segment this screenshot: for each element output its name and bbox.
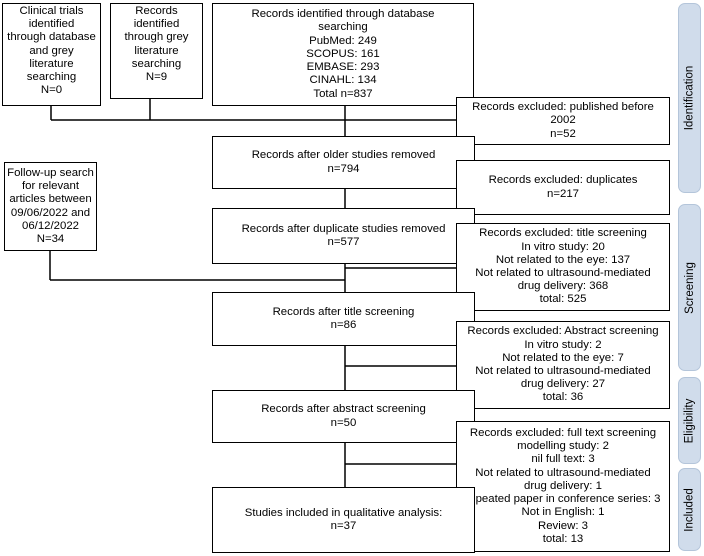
- box-text: identified: [133, 18, 180, 31]
- box-text: Clinical trials: [19, 5, 84, 17]
- box-text: Records after abstract screening: [261, 403, 426, 416]
- box-text: n=37: [330, 520, 357, 532]
- box-text: Records identified through database: [251, 8, 435, 21]
- box-text: Studies included in qualitative analysis…: [244, 506, 443, 519]
- box-text: n=50: [330, 416, 357, 429]
- phase-label: Identification: [683, 65, 696, 131]
- excluded-duplicates-box: Records excluded: duplicates n=217: [456, 160, 670, 215]
- included-studies-box: Studies included in qualitative analysis…: [212, 487, 475, 553]
- box-text: N=0: [40, 84, 63, 97]
- excluded-full-text-box: Records excluded: full text screening mo…: [456, 421, 670, 552]
- box-text: Records excluded: Abstract screening: [467, 325, 659, 338]
- box-text: n=794: [327, 162, 360, 175]
- box-text: Not related to the eye: 7: [502, 351, 624, 364]
- box-text: In vitro study: 2: [524, 338, 602, 351]
- box-text: nil full text: 3: [531, 453, 595, 466]
- box-text: repeated paper in conference series: 3: [465, 493, 661, 506]
- follow-up-search-box: Follow-up search for relevant articles b…: [4, 162, 97, 251]
- box-text: searching: [131, 57, 182, 70]
- box-text: n=52: [550, 127, 576, 140]
- after-title-screening-box: Records after title screening n=86: [212, 292, 475, 346]
- after-duplicates-box: Records after duplicate studies removed …: [212, 208, 475, 264]
- box-text: for relevant: [22, 180, 79, 193]
- box-text: total: 13: [542, 532, 584, 545]
- box-text: articles between: [9, 193, 92, 206]
- box-text: SCOPUS: 161: [306, 47, 380, 60]
- box-text: Records excluded: duplicates: [488, 174, 638, 187]
- box-text: literature: [29, 57, 74, 70]
- box-text: Follow-up search: [7, 166, 94, 179]
- box-text: Not related to ultrasound-mediated: [475, 365, 651, 377]
- box-text: Records excluded: full text screening: [469, 427, 657, 440]
- phase-label: Included: [683, 487, 696, 532]
- box-text: Not related to ultrasound-mediated: [475, 267, 651, 279]
- phase-eligibility: Eligibility: [678, 377, 701, 464]
- box-text: N=34: [36, 232, 65, 245]
- box-text: N=9: [145, 71, 168, 84]
- box-text: 06/12/2022: [21, 219, 79, 232]
- box-text: Not in English: 1: [521, 506, 605, 519]
- box-text: In vitro study: 20: [521, 240, 605, 253]
- box-text: through grey: [124, 31, 189, 44]
- box-text: EMBASE: 293: [306, 61, 380, 74]
- box-text: n=577: [327, 236, 360, 248]
- box-text: drug delivery: 1: [524, 479, 602, 492]
- box-text: through database: [7, 31, 96, 44]
- box-text: drug delivery: 27: [520, 378, 606, 391]
- box-text: Records excluded: published before: [472, 101, 654, 114]
- box-text: n=86: [330, 319, 357, 331]
- box-text: 2002: [550, 114, 576, 127]
- box-text: Records: [135, 5, 178, 17]
- phase-included: Included: [678, 468, 701, 551]
- excluded-before-2002-box: Records excluded: published before 2002 …: [456, 97, 670, 145]
- box-text: total: 36: [542, 391, 584, 404]
- box-text: Records after duplicate studies removed: [241, 222, 446, 235]
- grey-literature-box: Records identified through grey literatu…: [110, 3, 203, 99]
- excluded-abstract-box: Records excluded: Abstract screening In …: [456, 321, 670, 409]
- box-text: Review: 3: [537, 519, 588, 532]
- database-search-box: Records identified through database sear…: [212, 3, 474, 106]
- phase-label: Eligibility: [683, 398, 696, 443]
- after-older-studies-box: Records after older studies removed n=79…: [212, 136, 475, 189]
- box-text: n=217: [547, 187, 579, 200]
- box-text: drug delivery: 368: [517, 280, 609, 293]
- excluded-title-box: Records excluded: title screening In vit…: [456, 223, 670, 311]
- box-text: Not related to the eye: 137: [495, 253, 631, 266]
- box-text: searching: [318, 21, 368, 34]
- clinical-trials-box: Clinical trials identified through datab…: [2, 3, 101, 106]
- box-text: 09/06/2022 and: [10, 206, 91, 219]
- after-abstract-screening-box: Records after abstract screening n=50: [212, 390, 475, 443]
- box-text: Not related to ultrasound-mediated: [475, 466, 651, 479]
- box-text: Records excluded: title screening: [479, 227, 647, 240]
- box-text: CINAHL: 134: [309, 74, 377, 87]
- phase-label: Screening: [683, 261, 696, 314]
- box-text: Total n=837: [313, 87, 373, 100]
- phase-screening: Screening: [678, 204, 701, 371]
- box-text: and grey: [29, 44, 74, 57]
- box-text: literature: [134, 44, 179, 57]
- box-text: Records after older studies removed: [251, 149, 436, 162]
- box-text: PubMed: 249: [309, 34, 377, 47]
- box-text: modelling study: 2: [517, 440, 609, 453]
- phase-identification: Identification: [678, 3, 701, 193]
- box-text: searching: [26, 71, 77, 84]
- box-text: Records after title screening: [272, 305, 415, 318]
- box-text: identified: [28, 18, 75, 31]
- box-text: total: 525: [539, 293, 587, 306]
